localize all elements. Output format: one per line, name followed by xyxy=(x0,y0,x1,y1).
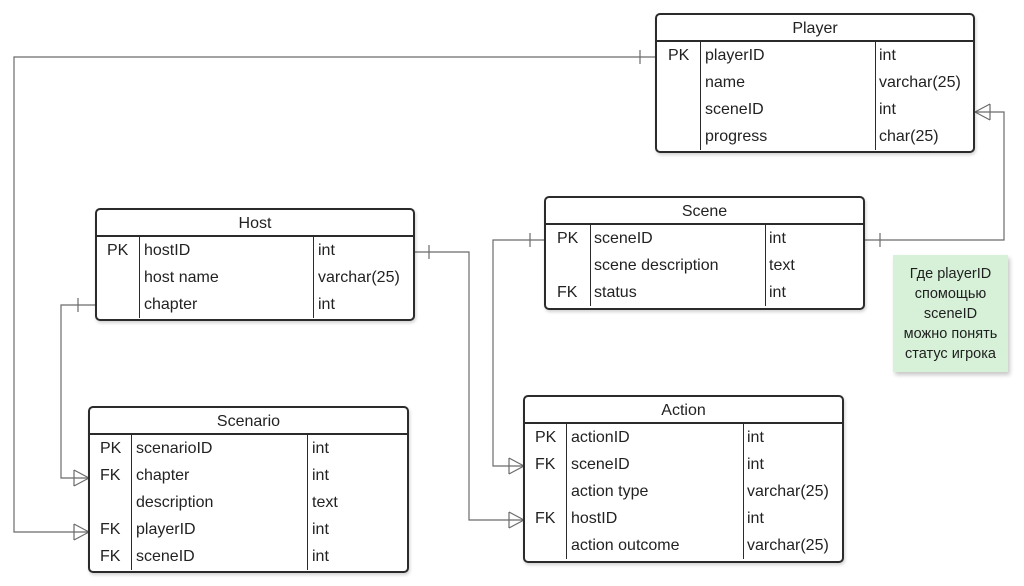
table-row: host name varchar(25) xyxy=(97,264,413,291)
field-type: int xyxy=(747,456,764,473)
key-label: FK xyxy=(535,510,556,527)
key-label: PK xyxy=(107,242,129,259)
key-label: FK xyxy=(100,521,121,538)
field-name: sceneID xyxy=(571,456,630,473)
field-type: char(25) xyxy=(879,128,939,145)
field-type: int xyxy=(769,230,786,247)
field-type: int xyxy=(879,101,896,118)
key-label: FK xyxy=(100,467,121,484)
key-label: PK xyxy=(668,47,690,64)
field-name: hostID xyxy=(144,242,191,259)
table-row: scene description text xyxy=(546,252,863,279)
field-name: action outcome xyxy=(571,537,680,554)
field-name: chapter xyxy=(136,467,190,484)
entity-title: Scene xyxy=(546,198,863,225)
field-type: int xyxy=(318,242,335,259)
field-name: name xyxy=(705,74,746,91)
connector-scene-action xyxy=(492,233,545,475)
table-row: FK hostID int xyxy=(525,505,842,532)
field-type: varchar(25) xyxy=(747,483,829,500)
table-row: PK sceneID int xyxy=(546,225,863,252)
key-label: PK xyxy=(100,440,122,457)
field-name: sceneID xyxy=(594,230,653,247)
table-row: FK playerID int xyxy=(90,516,407,543)
field-type: text xyxy=(769,257,795,274)
sticky-note[interactable]: Где playerID спомощью sceneID можно поня… xyxy=(893,255,1008,372)
field-name: progress xyxy=(705,128,768,145)
field-type: int xyxy=(312,521,329,538)
entity-player[interactable]: Player PK playerID int name varchar(25) … xyxy=(655,13,975,153)
field-type: int xyxy=(312,548,329,565)
field-name: action type xyxy=(571,483,649,500)
table-row: name varchar(25) xyxy=(657,69,973,96)
table-row: description text xyxy=(90,489,407,516)
field-name: scene description xyxy=(594,257,719,274)
connector-player-scenario xyxy=(13,50,655,541)
field-type: int xyxy=(747,429,764,446)
key-label: FK xyxy=(557,284,578,301)
entity-host[interactable]: Host PK hostID int host name varchar(25)… xyxy=(95,208,415,321)
field-type: text xyxy=(312,494,338,511)
table-row: action type varchar(25) xyxy=(525,478,842,505)
field-type: varchar(25) xyxy=(318,269,400,286)
field-type: varchar(25) xyxy=(747,537,829,554)
table-row: FK chapter int xyxy=(90,462,407,489)
field-name: description xyxy=(136,494,214,511)
entity-scene[interactable]: Scene PK sceneID int scene description t… xyxy=(544,196,865,310)
connector-scene-player xyxy=(864,103,1005,247)
table-row: action outcome varchar(25) xyxy=(525,532,842,559)
field-name: host name xyxy=(144,269,219,286)
field-type: int xyxy=(318,296,335,313)
entity-scenario[interactable]: Scenario PK scenarioID int FK chapter in… xyxy=(88,406,409,573)
entity-title: Host xyxy=(97,210,413,237)
field-name: status xyxy=(594,284,637,301)
field-name: sceneID xyxy=(136,548,195,565)
table-row: FK sceneID int xyxy=(90,543,407,570)
table-row: PK scenarioID int xyxy=(90,435,407,462)
table-row: PK hostID int xyxy=(97,237,413,264)
table-row: progress char(25) xyxy=(657,123,973,150)
field-name: chapter xyxy=(144,296,198,313)
table-row: sceneID int xyxy=(657,96,973,123)
field-name: sceneID xyxy=(705,101,764,118)
connector-host-action xyxy=(414,245,525,529)
field-type: int xyxy=(769,284,786,301)
key-label: FK xyxy=(535,456,556,473)
field-name: hostID xyxy=(571,510,618,527)
entity-title: Action xyxy=(525,397,842,424)
connector-host-scenario xyxy=(60,298,96,487)
key-label: PK xyxy=(557,230,579,247)
table-row: PK playerID int xyxy=(657,42,973,69)
field-name: actionID xyxy=(571,429,630,446)
field-type: int xyxy=(312,467,329,484)
table-row: PK actionID int xyxy=(525,424,842,451)
entity-title: Scenario xyxy=(90,408,407,435)
key-label: PK xyxy=(535,429,557,446)
field-name: playerID xyxy=(705,47,765,64)
field-name: scenarioID xyxy=(136,440,213,457)
table-row: FK sceneID int xyxy=(525,451,842,478)
field-type: int xyxy=(879,47,896,64)
table-row: FK status int xyxy=(546,279,863,306)
field-type: varchar(25) xyxy=(879,74,961,91)
key-label: FK xyxy=(100,548,121,565)
table-row: chapter int xyxy=(97,291,413,318)
entity-action[interactable]: Action PK actionID int FK sceneID int ac… xyxy=(523,395,844,563)
field-type: int xyxy=(312,440,329,457)
entity-title: Player xyxy=(657,15,973,42)
field-type: int xyxy=(747,510,764,527)
field-name: playerID xyxy=(136,521,196,538)
